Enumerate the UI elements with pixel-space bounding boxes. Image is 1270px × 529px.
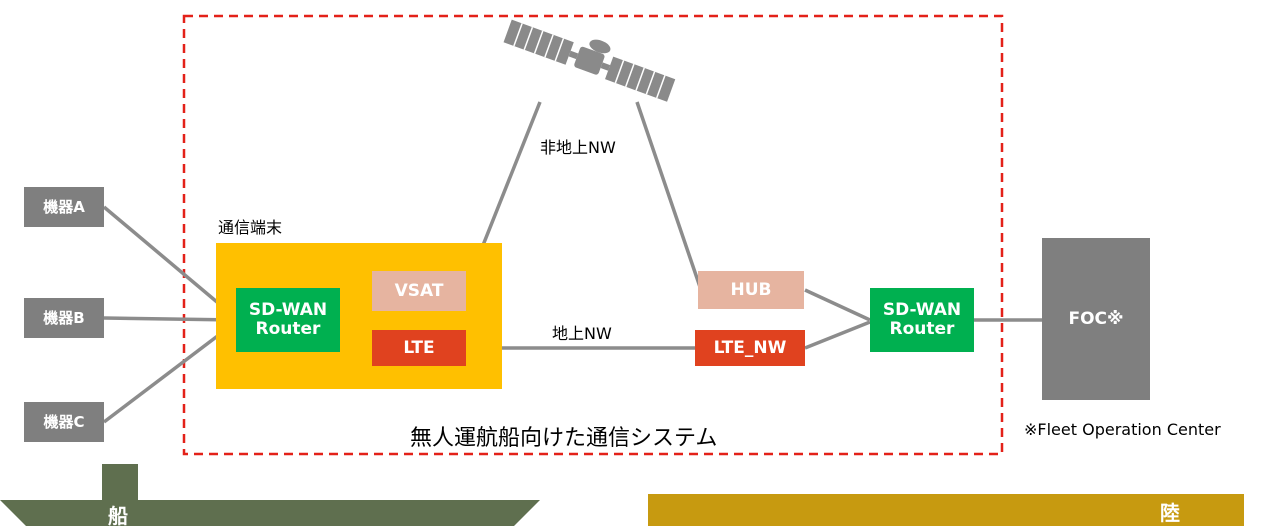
device-c: 機器C [24, 402, 104, 442]
line-satellite-hub [635, 101, 702, 288]
device-a: 機器A [24, 187, 104, 227]
terminal-title: 通信端末 [218, 218, 283, 237]
satellite-icon [503, 19, 676, 102]
land-label: 陸 [1160, 501, 1180, 525]
line-device-c [102, 320, 238, 424]
land-bar [648, 494, 1244, 526]
ship-router-line2: Router [255, 319, 321, 339]
hub-box: HUB [698, 271, 804, 309]
system-caption: 無人運航船向けた通信システム [410, 426, 718, 451]
system-boundary [182, 14, 1004, 456]
ship-bar [0, 464, 540, 526]
ship-router-line1: SD-WAN [248, 300, 328, 321]
land-router-line2: Router [889, 319, 955, 339]
device-b: 機器B [24, 298, 104, 338]
lte-nw-box: LTE_NW [695, 330, 805, 366]
line-hub-router [804, 288, 871, 322]
line-device-a [102, 205, 238, 320]
line-device-b [103, 316, 237, 322]
terrestrial-label: 地上NW [552, 324, 612, 343]
non-terrestrial-label: 非地上NW [540, 138, 616, 157]
vsat-box: VSAT [372, 271, 466, 311]
line-ltenw-router [804, 320, 871, 350]
land-sdwan-router: SD-WAN Router [870, 288, 974, 352]
lte-box: LTE [372, 330, 466, 366]
land-router-line1: SD-WAN [882, 300, 962, 321]
foc-note: ※Fleet Operation Center [1024, 420, 1221, 439]
ship-sdwan-router: SD-WAN Router [236, 288, 340, 352]
foc-box: FOC※ [1042, 238, 1150, 400]
ship-label: 船 [108, 504, 128, 528]
